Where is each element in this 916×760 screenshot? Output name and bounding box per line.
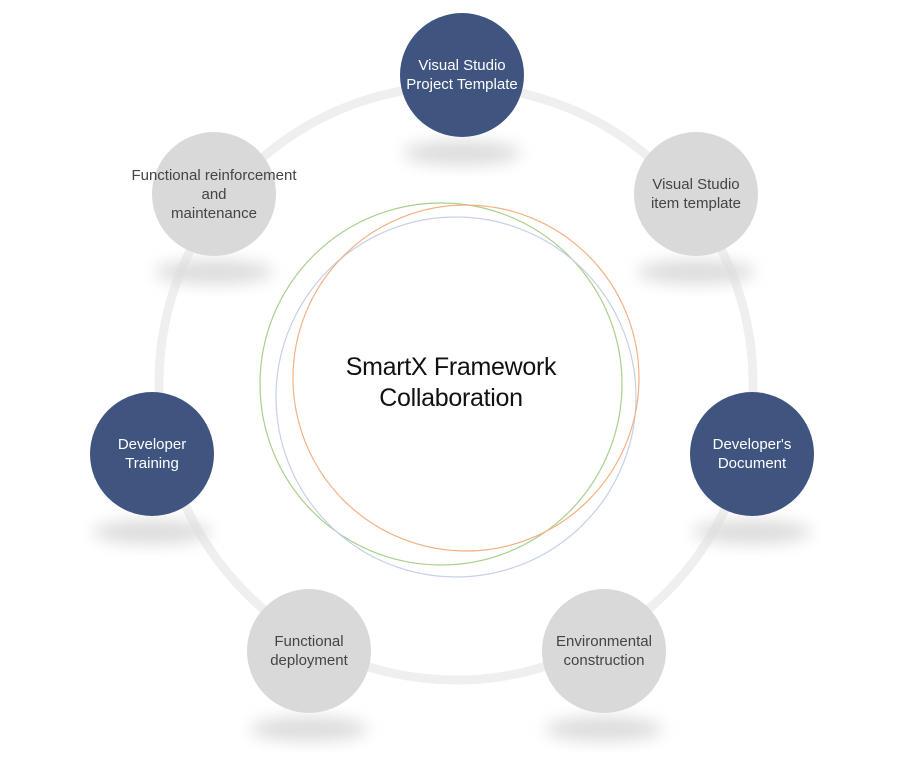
node-shadow-developer-training (93, 520, 211, 544)
center-title: SmartX Framework Collaboration (345, 353, 557, 412)
node-circle-visual-studio-project-template (400, 13, 524, 137)
node-circle-developers-document (690, 392, 814, 516)
node-circle-functional-deployment (247, 589, 371, 713)
node-shadow-visual-studio-item-template (637, 260, 755, 284)
node-shadow-visual-studio-project-template (403, 141, 521, 165)
node-circle-environmental-construction (542, 589, 666, 713)
node-shadow-functional-reinforcement (155, 260, 273, 284)
node-circle-functional-reinforcement (152, 132, 276, 256)
node-shadows (93, 141, 811, 741)
node-shadow-functional-deployment (250, 717, 368, 741)
node-shadow-developers-document (693, 520, 811, 544)
node-group (90, 13, 814, 713)
node-circle-visual-studio-item-template (634, 132, 758, 256)
node-circle-developer-training (90, 392, 214, 516)
center-circle-green (259, 202, 623, 566)
node-shadow-environmental-construction (545, 717, 663, 741)
center-circle-orange (292, 204, 640, 552)
center-circle-blue (275, 216, 637, 578)
